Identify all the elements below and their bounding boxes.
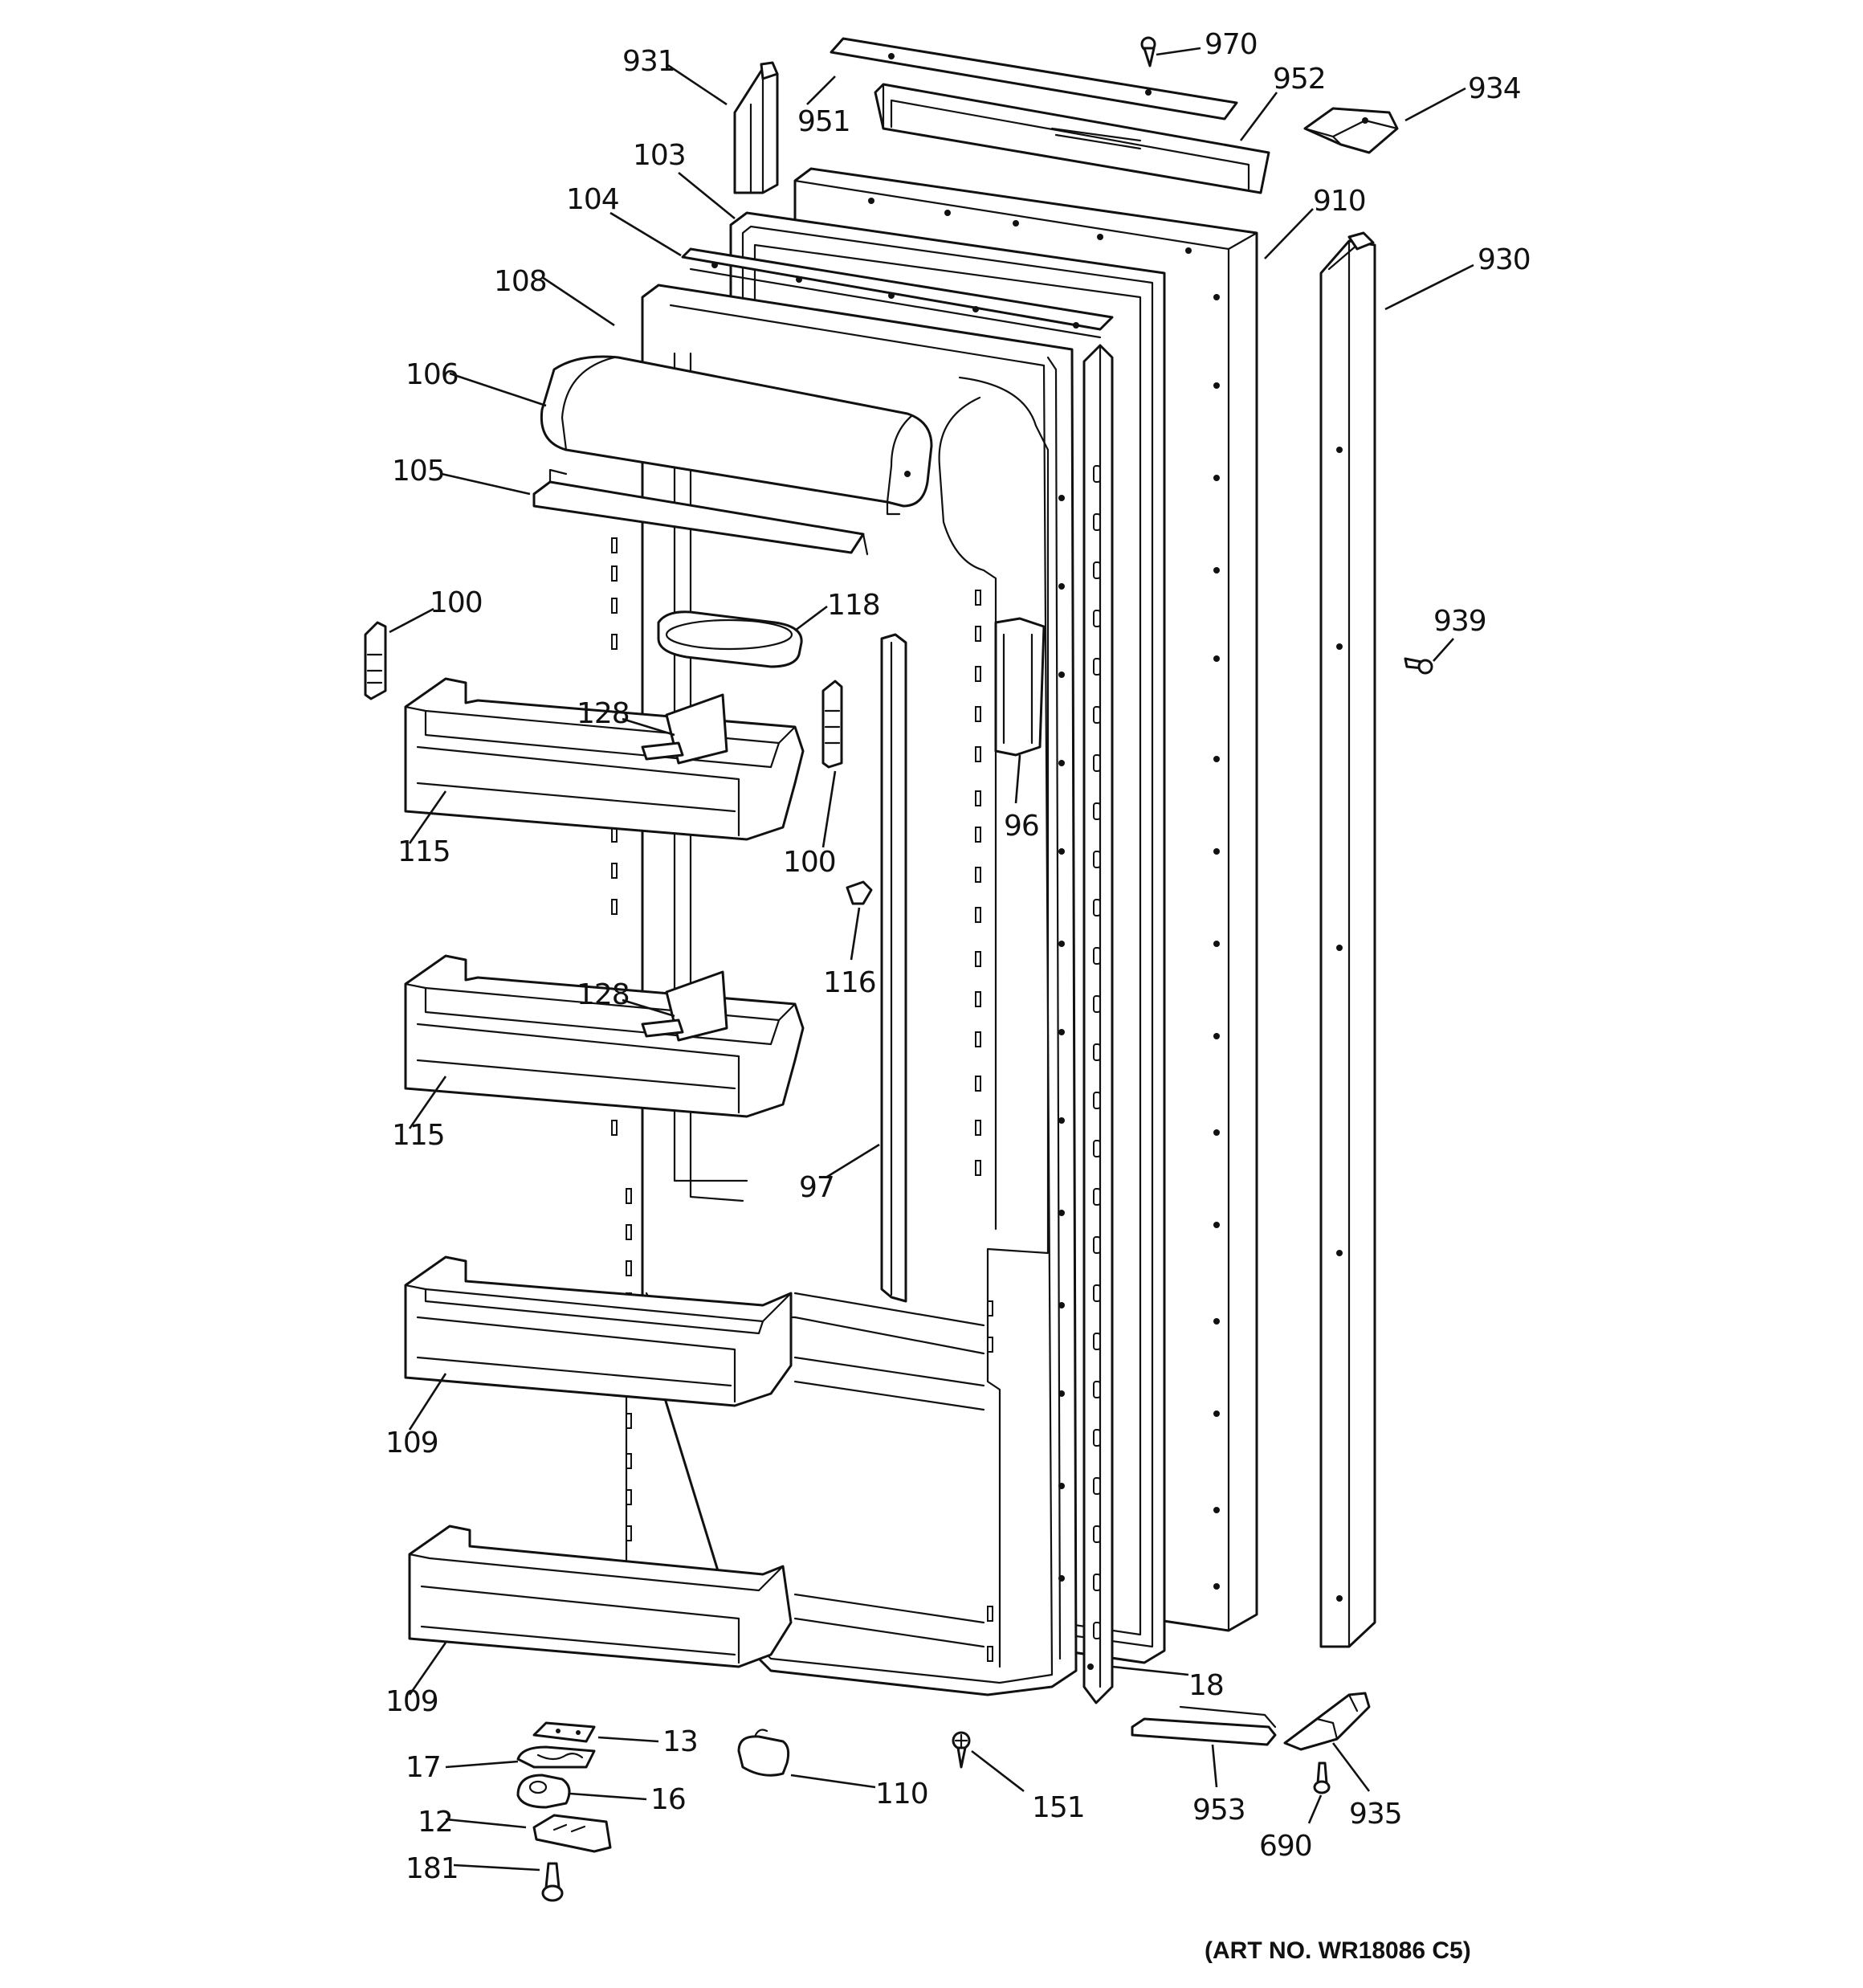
callout-106: 106 xyxy=(406,358,459,391)
callout-931: 931 xyxy=(622,45,675,78)
part-97-vertical-rail xyxy=(880,633,907,1303)
part-970-screw xyxy=(1140,36,1156,67)
callout-115-lower: 115 xyxy=(392,1119,445,1152)
part-100-left-bracket xyxy=(364,621,387,700)
part-116-clip xyxy=(846,880,873,905)
callout-116: 116 xyxy=(823,966,876,999)
callout-96: 96 xyxy=(1004,810,1039,843)
part-105-front-lip xyxy=(532,468,869,556)
part-110-cap xyxy=(737,1729,790,1777)
callout-951: 951 xyxy=(797,105,850,138)
part-951-top-trim xyxy=(830,37,1238,120)
callout-100-left: 100 xyxy=(430,586,483,619)
part-952-top-channel xyxy=(874,83,1270,194)
part-104-strip xyxy=(681,247,1114,339)
callout-935: 935 xyxy=(1349,1798,1402,1831)
callout-108: 108 xyxy=(494,265,547,298)
callout-910: 910 xyxy=(1313,185,1366,218)
callout-118: 118 xyxy=(827,589,880,622)
callout-128-lower: 128 xyxy=(577,978,630,1011)
callout-109-upper: 109 xyxy=(385,1427,438,1459)
callout-16: 16 xyxy=(650,1783,686,1816)
callout-105: 105 xyxy=(392,455,445,488)
callout-970: 970 xyxy=(1205,28,1258,61)
callout-939: 939 xyxy=(1433,605,1486,638)
callout-930: 930 xyxy=(1478,243,1531,276)
callout-100-right: 100 xyxy=(783,846,836,879)
part-106-dome-cover xyxy=(540,355,933,516)
part-18-door-strip xyxy=(1082,344,1114,1704)
callout-97: 97 xyxy=(799,1171,834,1204)
part-931-hinge-strip xyxy=(733,61,779,194)
callout-12: 12 xyxy=(418,1806,453,1839)
part-939-screw xyxy=(1404,657,1433,675)
callout-103: 103 xyxy=(633,139,686,172)
callout-18: 18 xyxy=(1188,1669,1224,1702)
callout-151: 151 xyxy=(1032,1791,1085,1824)
leader-lines xyxy=(389,47,1474,1872)
callout-115-upper: 115 xyxy=(397,835,450,868)
callout-690: 690 xyxy=(1259,1830,1312,1863)
part-16-hinge-bushing xyxy=(516,1774,571,1809)
part-151-screw xyxy=(952,1731,971,1769)
part-930-side-trim xyxy=(1319,231,1376,1648)
callout-181: 181 xyxy=(406,1852,459,1885)
callout-109-lower: 109 xyxy=(385,1685,438,1718)
part-12-hinge xyxy=(532,1814,612,1853)
part-935-end-cap xyxy=(1283,1692,1371,1751)
part-953-bottom-trim xyxy=(1131,1705,1277,1746)
outer-door-holes xyxy=(868,198,1220,1590)
part-96-bracket xyxy=(994,617,1046,757)
callout-110: 110 xyxy=(875,1778,928,1810)
part-13-hinge-plate xyxy=(532,1721,596,1743)
callout-104: 104 xyxy=(566,183,619,216)
part-118-oval-insert xyxy=(657,610,803,668)
callout-128-upper: 128 xyxy=(577,697,630,730)
part-934-end-cap xyxy=(1303,107,1399,154)
callout-952: 952 xyxy=(1273,63,1326,96)
callout-13: 13 xyxy=(662,1725,698,1758)
part-115-lower-bin xyxy=(404,954,805,1118)
art-number: (ART NO. WR18086 C5) xyxy=(1205,1937,1471,1964)
part-690-screw xyxy=(1313,1761,1331,1794)
callout-17: 17 xyxy=(406,1751,441,1784)
part-109-upper-bin xyxy=(404,1255,793,1407)
part-109-lower-bin xyxy=(408,1525,793,1668)
part-100-right-bracket xyxy=(821,680,843,769)
callout-934: 934 xyxy=(1468,72,1521,105)
part-115-upper-bin xyxy=(404,677,805,841)
callout-labels: 931 951 970 952 934 103 104 910 930 108 … xyxy=(385,28,1531,1885)
part-181-screw xyxy=(541,1862,564,1902)
part-17-hinge-shim xyxy=(516,1745,596,1769)
callout-953: 953 xyxy=(1192,1794,1245,1827)
